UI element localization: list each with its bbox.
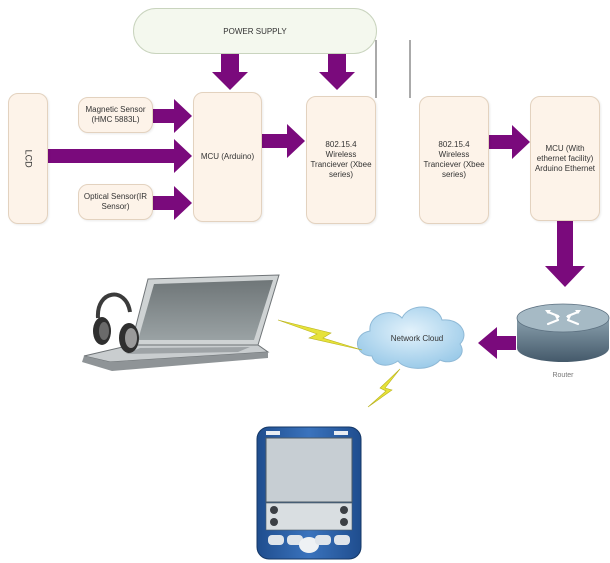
arrow-mcu-ethernet-to-router: [545, 221, 585, 287]
network-cloud-label: Network Cloud: [390, 334, 444, 343]
arrows: [48, 52, 585, 359]
lcd-label: LCD: [23, 149, 34, 168]
arrow-router-to-cloud: [478, 327, 516, 359]
arrow-magnetic-to-mcu: [153, 99, 192, 133]
router-icon: [516, 303, 610, 362]
mcu-arduino-block: MCU (Arduino): [193, 92, 262, 222]
mcu-ethernet-label: MCU (With ethernet facility) Arduino Eth…: [534, 143, 596, 173]
arrow-xbee-to-mcu-ethernet: [489, 125, 530, 159]
optical-sensor-label: Optical Sensor(IR Sensor): [83, 192, 148, 211]
xbee-transmitter-block: 802.15.4 Wireless Tranciever (Xbee serie…: [306, 96, 376, 224]
magnetic-sensor-block: Magnetic Sensor (HMC 5883L): [78, 97, 153, 133]
arrow-optical-to-mcu: [153, 186, 192, 220]
optical-sensor-block: Optical Sensor(IR Sensor): [78, 184, 153, 220]
lightning-bolt-icon: [277, 319, 363, 351]
laptop-with-headphones-icon: [82, 274, 280, 371]
xbee-receiver-label: 802.15.4 Wireless Tranciever (Xbee serie…: [423, 140, 485, 179]
arrow-lcd-to-mcu: [48, 139, 192, 173]
arrow-power-to-xbee: [319, 52, 355, 90]
xbee-transmitter-label: 802.15.4 Wireless Tranciever (Xbee serie…: [310, 140, 372, 179]
power-supply-block: POWER SUPPLY: [133, 8, 377, 54]
router-label: Router: [552, 372, 574, 379]
lcd-block: LCD: [8, 93, 48, 224]
xbee-receiver-block: 802.15.4 Wireless Tranciever (Xbee serie…: [419, 96, 489, 224]
magnetic-sensor-label: Magnetic Sensor (HMC 5883L): [85, 105, 146, 124]
arrow-power-to-mcu: [212, 52, 248, 90]
arrow-mcu-to-xbee: [262, 124, 305, 158]
pda-device-icon: [256, 426, 362, 560]
cloud-icon: [357, 306, 465, 369]
power-supply-label: POWER SUPPLY: [223, 26, 287, 36]
lightning-bolt-icon: [367, 368, 401, 408]
mcu-arduino-label: MCU (Arduino): [200, 152, 255, 161]
mcu-ethernet-block: MCU (With ethernet facility) Arduino Eth…: [530, 96, 600, 221]
